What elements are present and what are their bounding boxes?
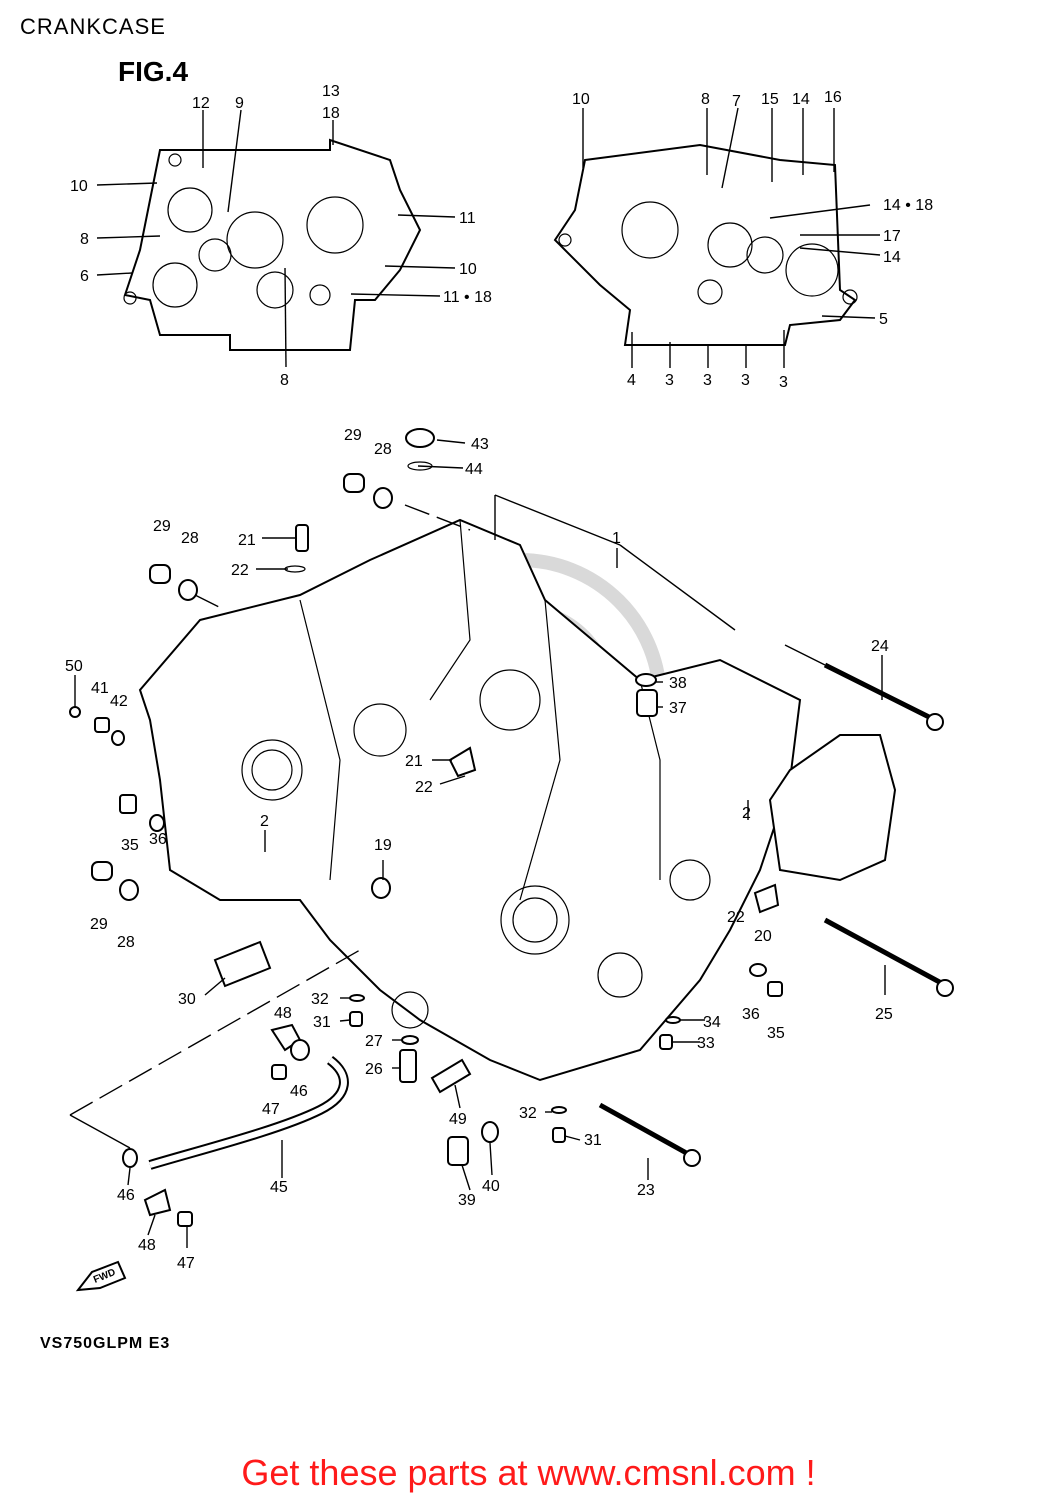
fwd-arrow-icon: FWD (75, 1260, 127, 1292)
callout-label: 48 (138, 1237, 156, 1254)
callout-label: 11 • 18 (443, 289, 492, 306)
leader-lines (74, 107, 886, 1248)
callout-label: 35 (767, 1025, 785, 1042)
callout-label: 39 (458, 1192, 476, 1209)
small-parts (69, 428, 783, 1227)
callout-label: 29 (344, 427, 362, 444)
crankcase-right-view (553, 143, 858, 346)
callout-label: 25 (875, 1006, 893, 1023)
callout-label: 3 (779, 374, 788, 391)
callout-label: 47 (177, 1255, 195, 1272)
callout-label: 29 (90, 916, 108, 933)
callout-label: 20 (754, 928, 772, 945)
callout-label: 8 (80, 231, 89, 248)
crankcase-main-body (138, 518, 802, 1082)
callout-label: 34 (703, 1014, 721, 1031)
callout-label: 8 (701, 91, 710, 108)
callout-label: 24 (871, 638, 889, 655)
callout-label: 38 (669, 675, 687, 692)
callout-label: 44 (465, 461, 483, 478)
callout-label: 26 (365, 1061, 383, 1078)
callout-label: 2 (742, 805, 751, 822)
callout-label: 33 (697, 1035, 715, 1052)
callout-label: 13 (322, 83, 340, 100)
long-bolts (598, 662, 954, 1167)
callout-label: 37 (669, 700, 687, 717)
callout-label: 8 (280, 372, 289, 389)
callout-label: 16 (824, 89, 842, 106)
callout-label: 14 (883, 249, 901, 266)
side-cover (768, 734, 897, 882)
callout-label: 35 (121, 837, 139, 854)
callout-label: 6 (80, 268, 89, 285)
callout-label: 5 (879, 311, 888, 328)
callout-label: 17 (883, 228, 901, 245)
callout-label: 50 (65, 658, 83, 675)
callout-label: 22 (415, 779, 433, 796)
callout-label: 31 (584, 1132, 602, 1149)
callout-label: 45 (270, 1179, 288, 1196)
callout-label: 40 (482, 1178, 500, 1195)
callout-label: 3 (665, 372, 674, 389)
callout-label: 22 (231, 562, 249, 579)
callout-label: 46 (117, 1187, 135, 1204)
callout-label: 23 (637, 1182, 655, 1199)
crankcase-left-view (123, 138, 422, 351)
callout-label: 21 (238, 532, 256, 549)
oil-pipe (148, 1056, 349, 1170)
callout-label: 29 (153, 518, 171, 535)
callout-label: 41 (91, 680, 109, 697)
promo-link[interactable]: Get these parts at www.cmsnl.com ! (241, 1452, 816, 1493)
model-code: VS750GLPM E3 (40, 1335, 171, 1352)
callout-label: 4 (627, 372, 636, 389)
callout-label: 36 (149, 831, 167, 848)
oil-strainer (213, 940, 272, 988)
callout-label: 10 (572, 91, 590, 108)
callout-label: 32 (311, 991, 329, 1008)
callout-label: 21 (405, 753, 423, 770)
callout-label: 14 • 18 (883, 197, 933, 214)
callout-label: 48 (274, 1005, 292, 1022)
callout-labels: 12 9 13 18 10 8 6 11 10 11 • 18 8 10 8 7… (65, 83, 933, 1272)
callout-label: 22 (727, 909, 745, 926)
callout-label: 10 (459, 261, 477, 278)
callout-label: 10 (70, 178, 88, 195)
callout-label: 11 (459, 210, 476, 227)
callout-label: 30 (178, 991, 196, 1008)
figure-label: FIG.4 (118, 56, 189, 87)
callout-label: 47 (262, 1101, 280, 1118)
callout-label: 15 (761, 91, 779, 108)
callout-label: 27 (365, 1033, 383, 1050)
callout-label: 28 (374, 441, 392, 458)
callout-label: 7 (732, 93, 741, 110)
callout-label: 3 (741, 372, 750, 389)
page-title: CRANKCASE (20, 14, 166, 39)
callout-label: 46 (290, 1083, 308, 1100)
callout-label: 19 (374, 837, 392, 854)
callout-label: 43 (471, 436, 489, 453)
callout-label: 12 (192, 95, 210, 112)
callout-label: 9 (235, 95, 244, 112)
callout-label: 36 (742, 1006, 760, 1023)
callout-label: 18 (322, 105, 340, 122)
callout-label: 49 (449, 1111, 467, 1128)
callout-label: 3 (703, 372, 712, 389)
callout-label: 28 (181, 530, 199, 547)
callout-label: 14 (792, 91, 810, 108)
callout-label: 42 (110, 693, 128, 710)
callout-label: 32 (519, 1105, 537, 1122)
assembly-lines (69, 494, 826, 1149)
callout-label: 28 (117, 934, 135, 951)
callout-label: 31 (313, 1014, 331, 1031)
callout-label: 1 (612, 530, 621, 547)
callout-label: 2 (260, 813, 269, 830)
